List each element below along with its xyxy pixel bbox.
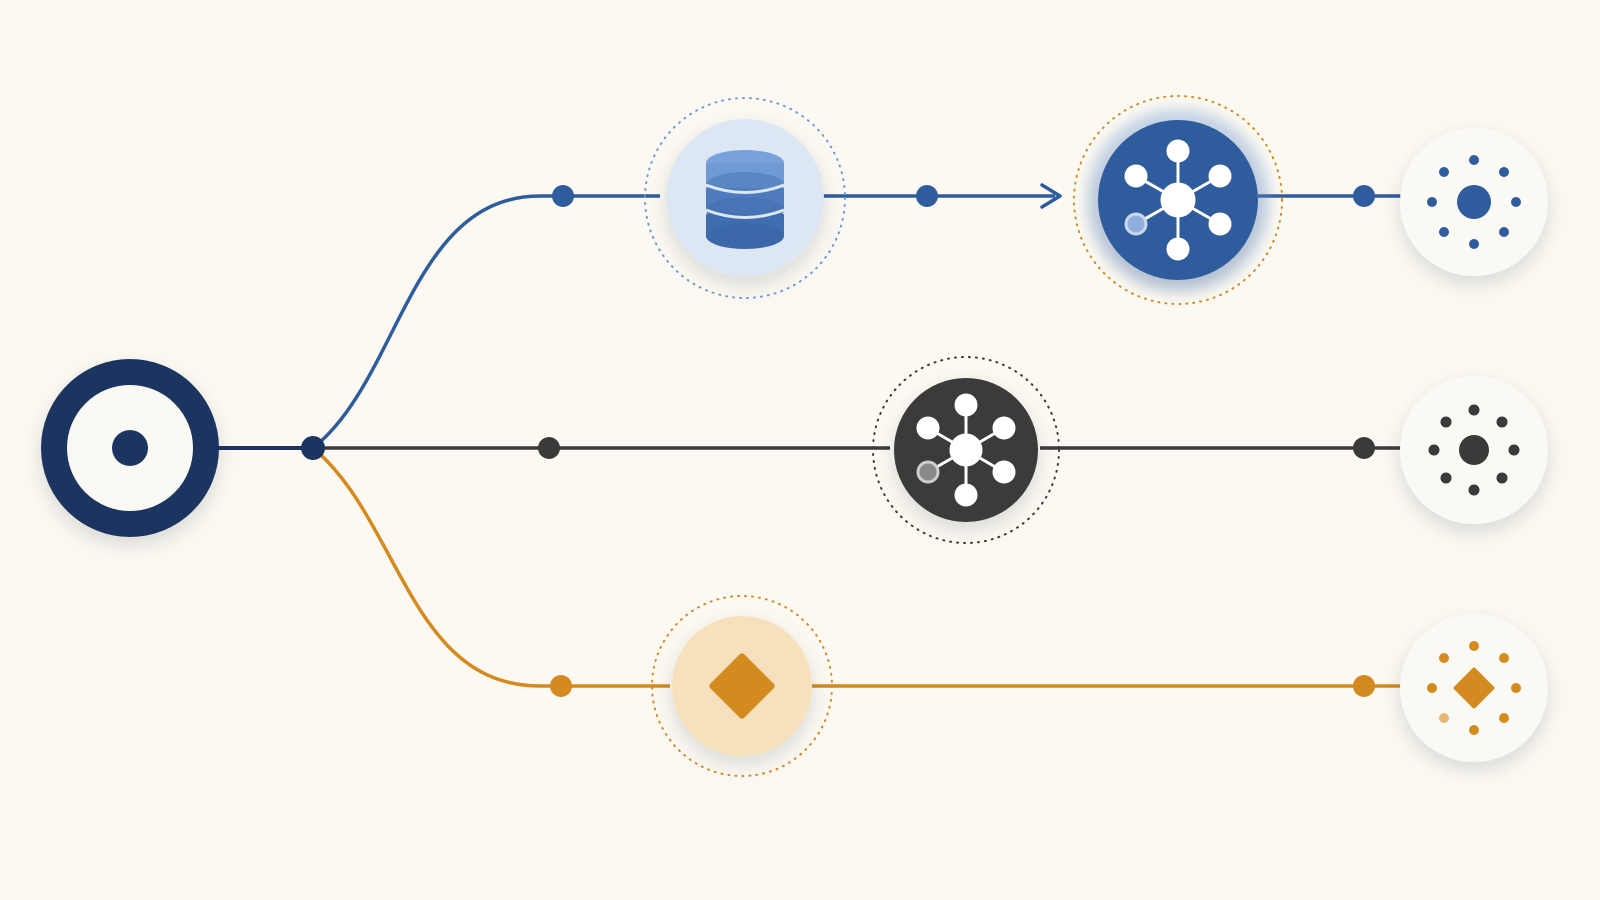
middle-hub-node-dotted-ring [872,356,1060,544]
bottom-junction-dot-1 [550,675,572,697]
bottom-junction-dot-2 [1353,675,1375,697]
database-node-dotted-ring [644,97,846,299]
radial-dots-icon [1427,155,1521,249]
diamond-icon [709,653,775,719]
network-hub-icon [916,393,1016,507]
middle-junction-dot-1 [538,437,560,459]
top-branch-arrowhead [1040,183,1062,209]
top-branch-curve [311,194,563,450]
diamond-node-dotted-ring [651,595,833,777]
top-junction-dot-2 [916,185,938,207]
middle-endpoint-node[interactable] [1400,376,1548,524]
connectors [205,183,1405,688]
top-hub-node-dotted-ring [1073,95,1283,305]
target-icon-center [112,430,148,466]
database-icon [705,150,785,249]
junction-dots [301,185,1375,697]
network-hub-icon [1124,139,1232,261]
database-node[interactable] [644,97,846,299]
top-junction-dot-3 [1353,185,1375,207]
radial-diamond-icon [1427,641,1521,735]
top-junction-dot-1 [552,185,574,207]
source-node[interactable] [41,359,219,537]
middle-junction-dot-2 [1353,437,1375,459]
bottom-branch-curve [311,446,561,688]
diamond-node[interactable] [651,595,833,777]
middle-hub-node[interactable] [872,356,1060,544]
radial-dots-icon [1428,404,1520,496]
top-endpoint-node[interactable] [1400,128,1548,276]
bottom-endpoint-node[interactable] [1400,614,1548,762]
top-hub-node[interactable] [1073,95,1283,305]
split-junction-dot [301,436,325,460]
